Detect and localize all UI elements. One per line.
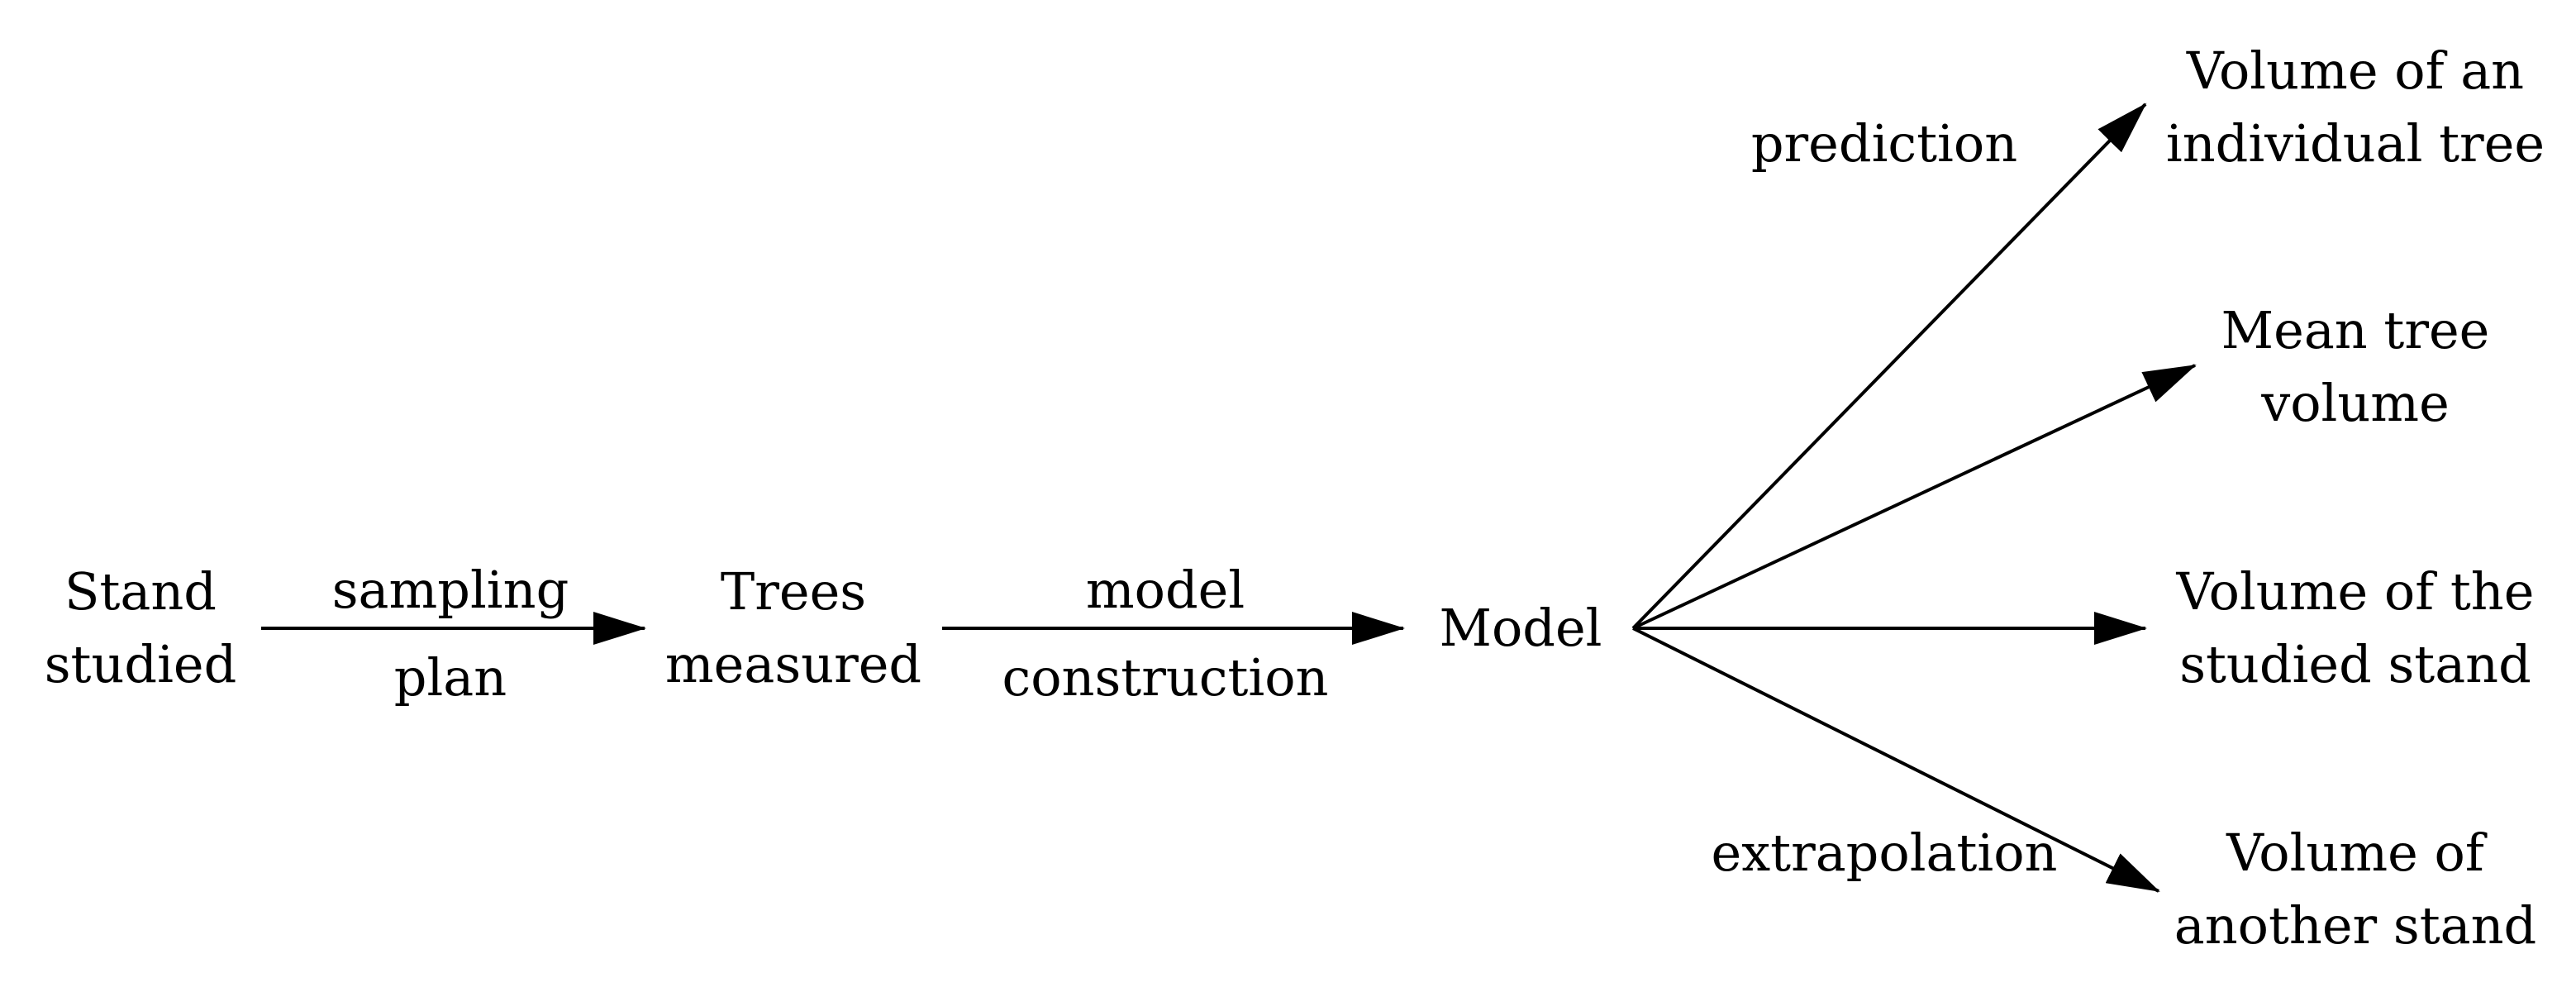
node-another-stand-line2: another stand xyxy=(2174,895,2537,956)
node-individual-tree-line1: Volume of an xyxy=(2186,41,2525,101)
node-stand-studied-line1: Stand xyxy=(64,561,217,622)
node-model-line1: Model xyxy=(1439,598,1602,658)
node-model: Model xyxy=(1421,592,1620,665)
node-mean-tree-line1: Mean tree xyxy=(2221,300,2490,360)
edge-label-plan: plan xyxy=(393,647,507,708)
edge-label-model: model xyxy=(1085,560,1245,620)
node-studied-stand-line1: Volume of the xyxy=(2176,561,2535,622)
node-mean-tree-line2: volume xyxy=(2261,373,2450,433)
edge-label-sampling: sampling xyxy=(331,560,569,620)
edge-label-construction: construction xyxy=(1002,647,1329,708)
node-individual-tree-line2: individual tree xyxy=(2165,113,2545,174)
node-trees-measured-line2: measured xyxy=(664,634,922,694)
arrow-model-to-individual-tree xyxy=(1631,103,2147,630)
arrow-model-to-another-stand xyxy=(1632,627,2160,893)
node-another-stand: Volume of another stand xyxy=(2149,817,2562,962)
node-trees-measured-line1: Trees xyxy=(720,561,867,622)
node-studied-stand: Volume of the studied stand xyxy=(2149,556,2562,701)
edge-label-extrapolation: extrapolation xyxy=(1711,823,2058,883)
node-stand-studied: Stand studied xyxy=(17,556,264,701)
node-trees-measured: Trees measured xyxy=(657,556,930,701)
node-stand-studied-line2: studied xyxy=(44,634,237,694)
edge-label-prediction: prediction xyxy=(1750,113,2018,174)
node-studied-stand-line2: studied stand xyxy=(2179,634,2531,694)
node-another-stand-line1: Volume of xyxy=(2226,823,2484,883)
node-individual-tree: Volume of an individual tree xyxy=(2149,35,2562,180)
arrow-model-to-mean-tree xyxy=(1632,364,2197,630)
node-mean-tree: Mean tree volume xyxy=(2190,294,2521,440)
